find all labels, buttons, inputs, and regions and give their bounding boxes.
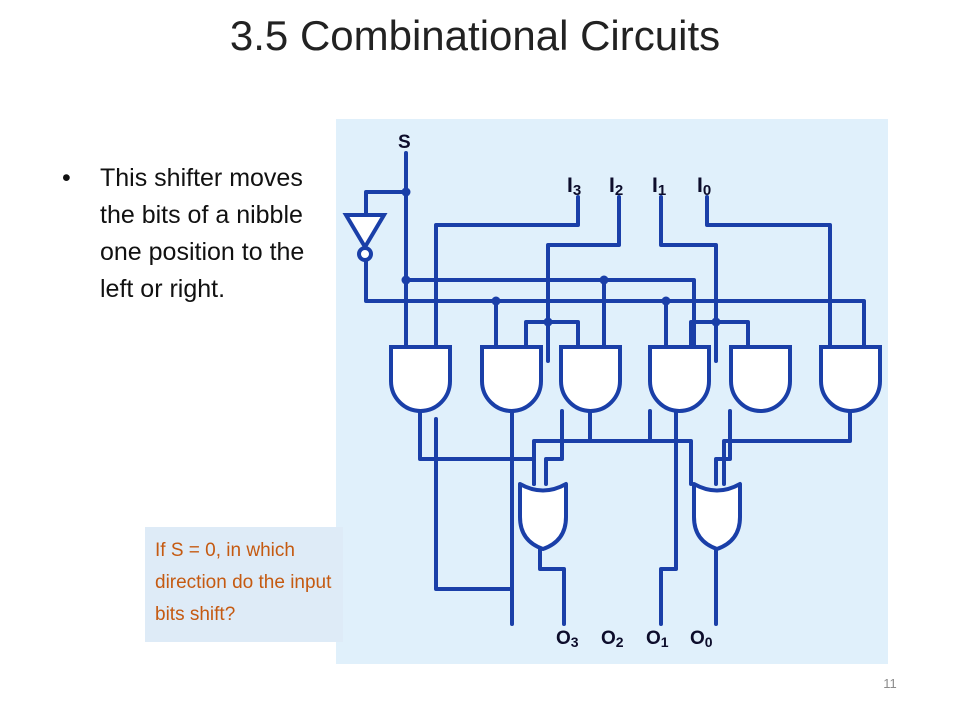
- junction-dots: [401, 187, 721, 327]
- and-gate-icon: [729, 345, 792, 413]
- bullet-dot-icon: •: [62, 164, 71, 192]
- and-gate-icon: [559, 345, 622, 413]
- input-label-i3: I3: [567, 174, 581, 199]
- wires: [364, 151, 866, 626]
- and-gate-icon: [648, 345, 711, 413]
- input-label-i2: I2: [609, 174, 623, 199]
- and-gates: [389, 345, 882, 413]
- input-label-i0: I0: [697, 174, 711, 199]
- or-gates: [518, 482, 742, 551]
- output-label-o0: O0: [690, 628, 713, 650]
- bullet-list: • This shifter moves the bits of a nibbl…: [62, 160, 327, 308]
- select-label: S: [398, 132, 411, 153]
- bullet-item: • This shifter moves the bits of a nibbl…: [62, 160, 327, 308]
- and-gate-icon: [819, 345, 882, 413]
- bullet-text: This shifter moves the bits of a nibble …: [100, 164, 305, 303]
- or-gate-icon: [518, 482, 568, 551]
- inverter-gate-icon: [342, 213, 388, 262]
- output-label-o3: O3: [556, 628, 579, 650]
- input-label-i1: I1: [652, 174, 666, 199]
- or-gate-icon: [692, 482, 742, 551]
- question-callout: If S = 0, in which direction do the inpu…: [145, 527, 343, 642]
- output-label-o2: O2: [601, 628, 624, 650]
- slide-title: 3.5 Combinational Circuits: [229, 12, 721, 59]
- shifter-circuit-diagram: S I3 I2 I1 I0 O3 O2 O1 O0: [336, 119, 888, 664]
- and-gate-icon: [389, 345, 452, 413]
- and-gate-icon: [480, 345, 543, 413]
- slide-number: 11: [883, 676, 897, 691]
- output-label-o1: O1: [646, 628, 669, 650]
